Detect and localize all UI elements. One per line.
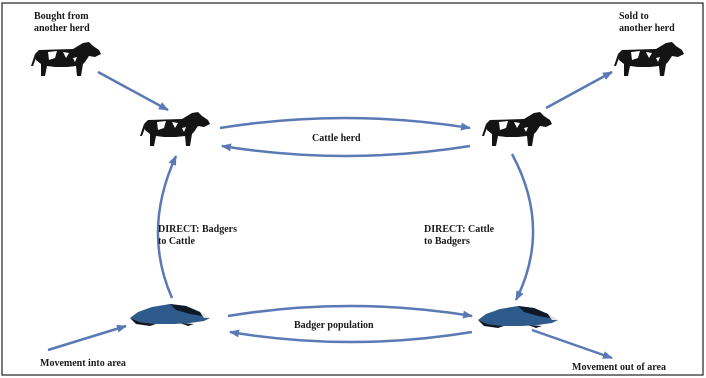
arrow-bought-to-herd xyxy=(97,70,169,112)
cow-icon xyxy=(482,112,552,146)
label-direct-badgers-line1: DIRECT: Badgers xyxy=(158,224,237,235)
label-bought-from-line1: Bought from xyxy=(34,11,89,22)
arrow-badger-right-to-left xyxy=(229,329,473,344)
cow-icon xyxy=(31,42,101,76)
arrow-cattle-to-badgers xyxy=(510,153,535,301)
label-direct-cattle-line1: DIRECT: Cattle xyxy=(424,224,495,235)
label-sold-to-line2: another herd xyxy=(619,23,675,34)
cow-icon xyxy=(614,42,684,76)
label-direct-cattle-line2: to Badgers xyxy=(424,236,470,247)
badger-icon xyxy=(478,306,558,328)
cow-icon xyxy=(140,112,210,146)
arrow-herd-right-to-left xyxy=(221,143,471,158)
arrow-movement-into-area xyxy=(47,324,127,352)
arrow-herd-to-sold xyxy=(545,70,613,110)
label-movement-into-area: Movement into area xyxy=(40,358,126,369)
arrow-badgers-to-cattle xyxy=(156,155,178,299)
label-direct-badgers-line2: to Cattle xyxy=(158,236,195,247)
label-cattle-herd: Cattle herd xyxy=(312,133,361,144)
arrow-herd-left-to-right xyxy=(219,116,471,131)
label-badger-population: Badger population xyxy=(294,320,374,331)
badger-icon xyxy=(130,304,210,326)
label-sold-to-line1: Sold to xyxy=(619,11,649,22)
label-bought-from-line2: another herd xyxy=(34,23,90,34)
arrow-badger-left-to-right xyxy=(227,304,473,319)
arrow-movement-out-of-area xyxy=(531,328,613,360)
label-movement-out-of-area: Movement out of area xyxy=(572,362,666,373)
